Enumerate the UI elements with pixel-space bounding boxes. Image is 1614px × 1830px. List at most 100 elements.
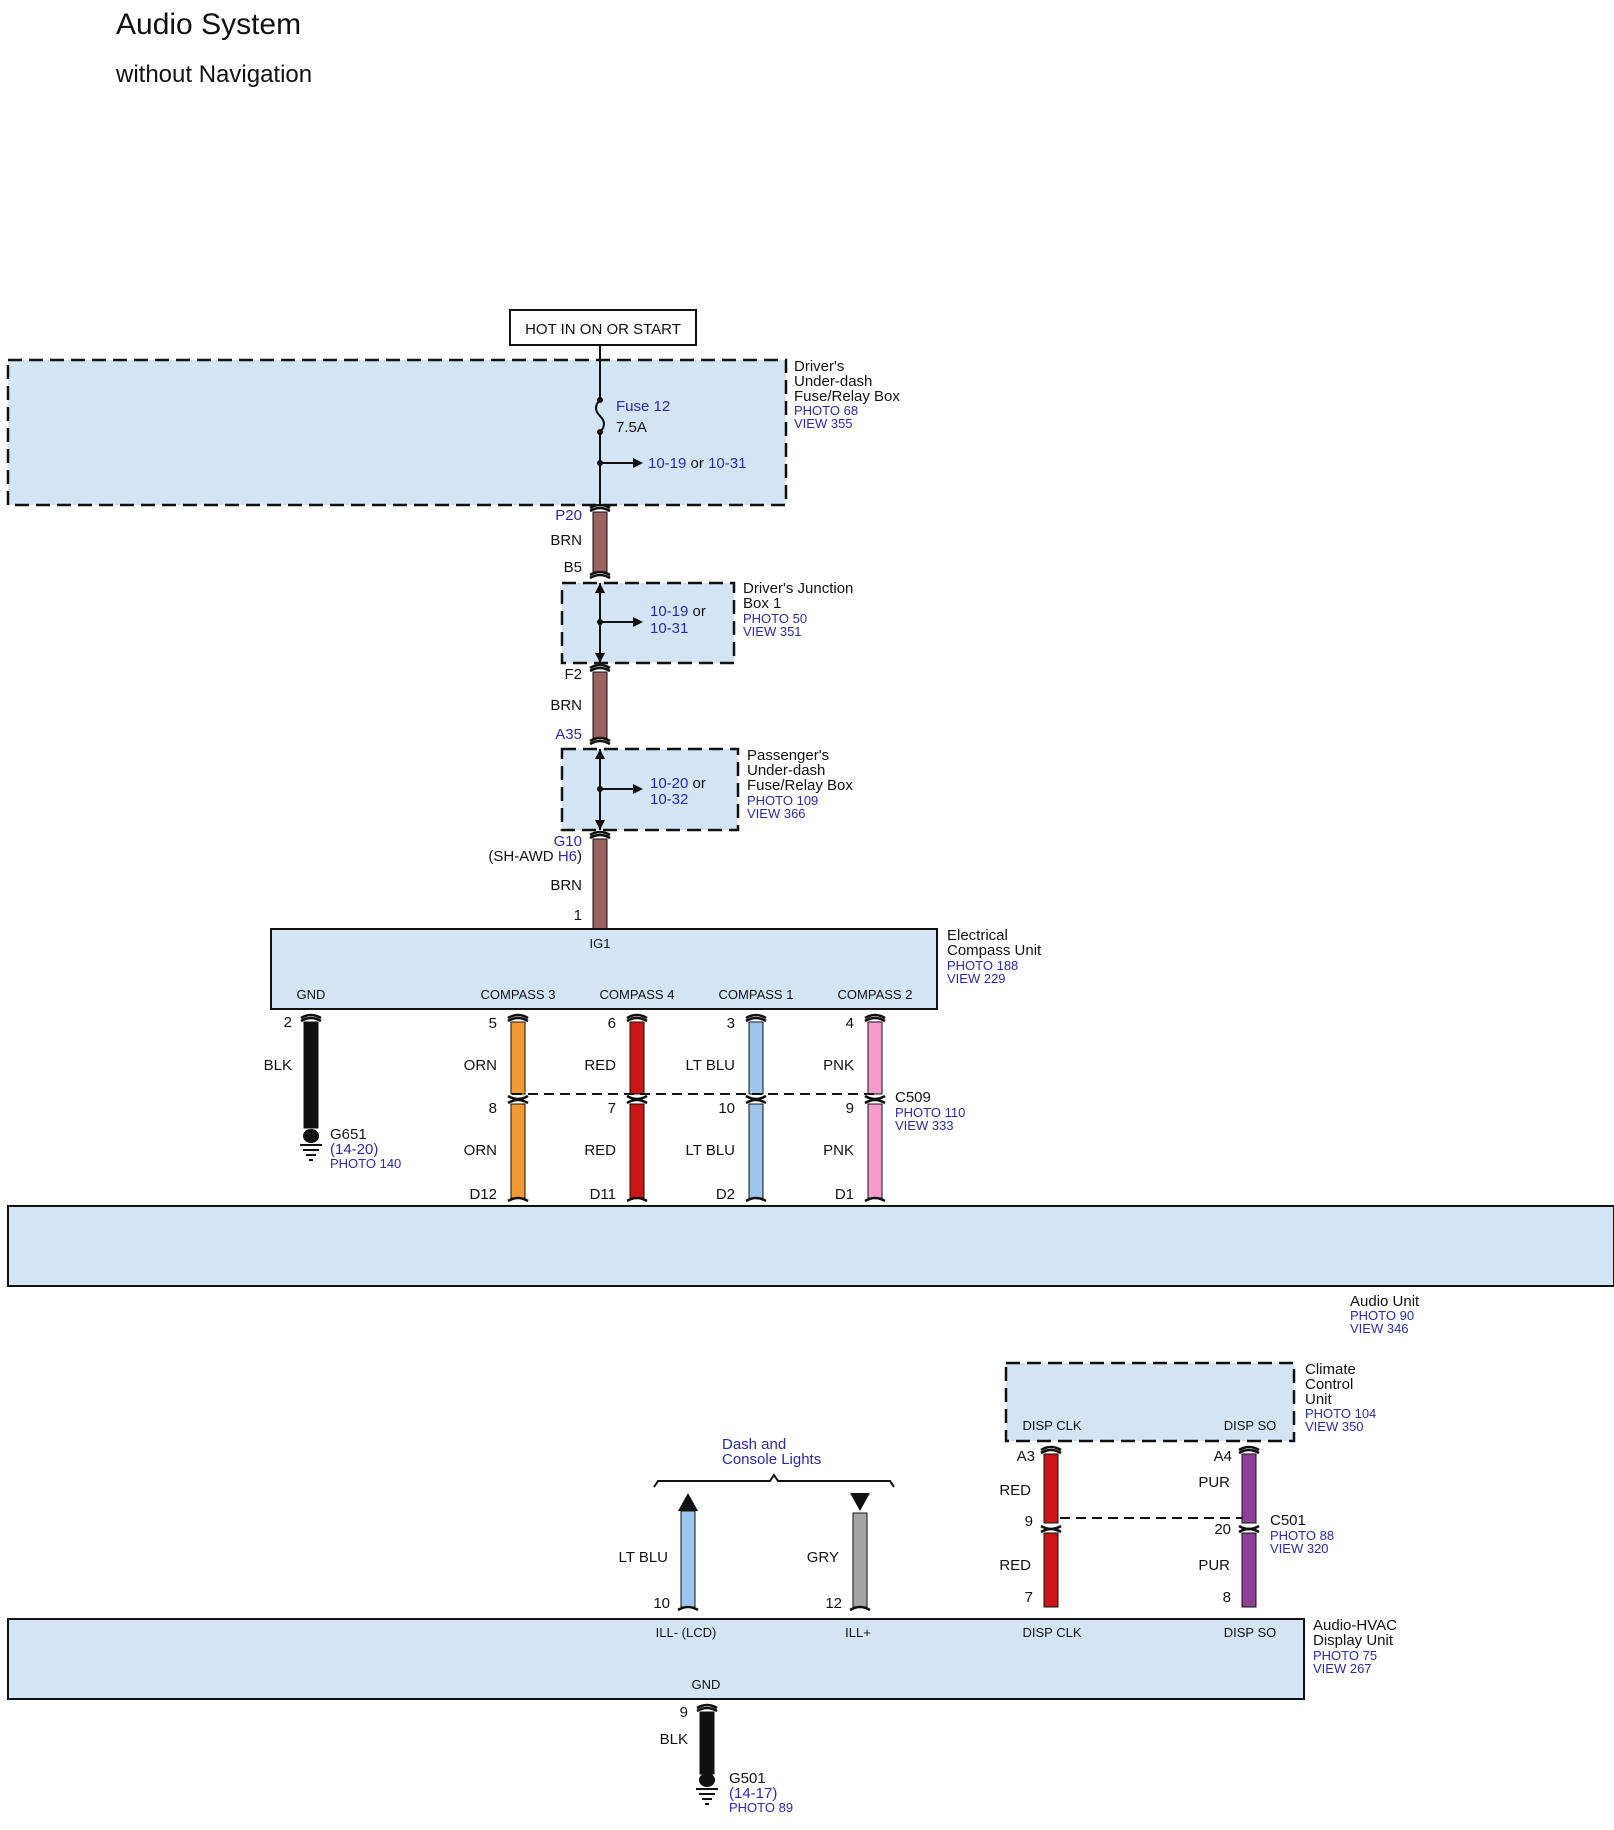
connector-c501-photo: PHOTO 88 xyxy=(1270,1528,1334,1543)
ground-g501-ref: (14-17) xyxy=(729,1785,777,1802)
compass-unit-view: VIEW 229 xyxy=(947,971,1006,986)
audio-hvac-display-unit xyxy=(7,1618,1305,1700)
wire-brn-1 xyxy=(592,511,608,573)
junction-name-2: Box 1 xyxy=(743,595,781,612)
ground-g501-icon xyxy=(696,1773,718,1805)
hvac-name-2: Display Unit xyxy=(1313,1632,1394,1649)
compass-unit-name-2: Compass Unit xyxy=(947,942,1042,959)
pin-p20: P20 xyxy=(555,507,582,524)
terminal-mark xyxy=(626,1094,648,1101)
wire-compass-3-lower-label: ORN xyxy=(464,1142,497,1159)
wire-compass-2-upper xyxy=(867,1021,883,1095)
connector-c501-name: C501 xyxy=(1270,1512,1306,1529)
passenger-box-photo: PHOTO 109 xyxy=(747,793,818,808)
wire-red-disp-clk-upper-label: RED xyxy=(999,1482,1031,1499)
wire-pur-disp-so-upper-label: PUR xyxy=(1198,1474,1230,1491)
terminal-mark xyxy=(626,1016,648,1023)
wire-compass-4-lower xyxy=(629,1103,645,1199)
pin-g10: G10 xyxy=(554,833,582,850)
audio-unit-compass-1-pin: D2 xyxy=(716,1186,735,1203)
wire-red-disp-clk-upper xyxy=(1043,1453,1059,1524)
terminal-mark xyxy=(507,1098,529,1105)
hvac-ill-lcd-label: ILL- (LCD) xyxy=(656,1625,717,1640)
hvac-ill-plus-label: ILL+ xyxy=(845,1625,871,1640)
wire-compass-3-lower xyxy=(510,1103,526,1199)
connector-c509-view: VIEW 333 xyxy=(895,1118,954,1133)
fuse-number: Fuse 12 xyxy=(616,398,670,415)
c509-compass-1-pin: 10 xyxy=(718,1100,735,1117)
wire-gry-ill-plus-label: GRY xyxy=(807,1549,839,1566)
wire-brn-3-label: BRN xyxy=(550,877,582,894)
wire-blk-compass-gnd-label: BLK xyxy=(264,1057,292,1074)
hvac-disp-so-label: DISP SO xyxy=(1224,1625,1277,1640)
ground-g501-photo: PHOTO 89 xyxy=(729,1800,793,1815)
pin-ig1-number: 1 xyxy=(574,907,582,924)
c501-pin-9: 9 xyxy=(1025,1513,1033,1530)
wire-brn-1-label: BRN xyxy=(550,532,582,549)
wire-pur-disp-so-lower xyxy=(1241,1532,1257,1608)
wire-ltblu-ill-lcd-label: LT BLU xyxy=(619,1549,668,1566)
compass-unit-compass-2-pin: 4 xyxy=(846,1015,854,1032)
fuse-rating: 7.5A xyxy=(616,419,647,436)
junction-photo: PHOTO 50 xyxy=(743,611,807,626)
passengers-fuse-box xyxy=(560,747,740,832)
climate-view: VIEW 350 xyxy=(1305,1419,1364,1434)
fuse-box-name-2: Under-dash xyxy=(794,373,872,390)
terminal-mark xyxy=(745,1094,767,1101)
compass-unit-compass-1-label: COMPASS 1 xyxy=(719,987,794,1002)
audio-unit-name: Audio Unit xyxy=(1350,1293,1420,1310)
ground-g651-icon xyxy=(300,1129,322,1161)
wire-red-disp-clk-lower-label: RED xyxy=(999,1557,1031,1574)
junction-ref-line-1: 10-19 or xyxy=(650,603,706,620)
terminal-mark xyxy=(745,1013,767,1020)
wire-compass-1-lower xyxy=(748,1103,764,1199)
arrow-right-icon xyxy=(633,784,643,794)
connector-c509-photo: PHOTO 110 xyxy=(895,1105,965,1120)
diagram-title: Audio System xyxy=(116,8,301,41)
wire-compass-2-lower-label: PNK xyxy=(823,1142,854,1159)
hvac-pin-7: 7 xyxy=(1025,1589,1033,1606)
audio-unit-compass-2-pin: D1 xyxy=(835,1186,854,1203)
terminal-mark xyxy=(626,1196,648,1203)
wire-brn-2-label: BRN xyxy=(550,697,582,714)
audio-unit xyxy=(7,1205,1614,1287)
wire-blk-compass-gnd xyxy=(303,1021,319,1129)
ground-g501-name: G501 xyxy=(729,1770,766,1787)
connector-c501-view: VIEW 320 xyxy=(1270,1541,1329,1556)
wire-blk-hvac-gnd-label: BLK xyxy=(660,1731,688,1748)
passenger-ref-line-2: 10-32 xyxy=(650,791,688,808)
ground-g651-photo: PHOTO 140 xyxy=(330,1156,401,1171)
hvac-pin-10: 10 xyxy=(653,1595,670,1612)
wire-ltblu-ill-lcd xyxy=(680,1510,696,1608)
c501-pin-20: 20 xyxy=(1214,1521,1231,1538)
wire-compass-1-lower-label: LT BLU xyxy=(686,1142,735,1159)
climate-disp-so-label: DISP SO xyxy=(1224,1418,1277,1433)
hvac-view: VIEW 267 xyxy=(1313,1661,1372,1676)
terminal-mark xyxy=(507,1013,529,1020)
passenger-ref-line-1: 10-20 or xyxy=(650,775,706,792)
compass-gnd-label: GND xyxy=(297,987,326,1002)
compass-unit-photo: PHOTO 188 xyxy=(947,958,1018,973)
wire-compass-2-lower xyxy=(867,1103,883,1199)
wire-compass-1-upper xyxy=(748,1021,764,1095)
terminal-mark xyxy=(864,1094,886,1101)
passenger-box-name-1: Passenger's xyxy=(747,747,829,764)
wire-brn-2 xyxy=(592,671,608,739)
wire-brn-3 xyxy=(592,838,608,930)
c509-compass-2-pin: 9 xyxy=(846,1100,854,1117)
terminal-mark xyxy=(864,1013,886,1020)
wire-compass-1-upper-label: LT BLU xyxy=(686,1057,735,1074)
passenger-box-name-2: Under-dash xyxy=(747,762,825,779)
wire-red-disp-clk-lower xyxy=(1043,1532,1059,1608)
arrow-right-icon xyxy=(633,458,643,468)
passenger-box-view: VIEW 366 xyxy=(747,806,806,821)
pin-g10-alt: (SH-AWD H6) xyxy=(488,848,582,865)
compass-unit-name-1: Electrical xyxy=(947,927,1008,944)
terminal-mark xyxy=(864,1196,886,1203)
terminal-mark xyxy=(626,1098,648,1105)
fuse-box-name-3: Fuse/Relay Box xyxy=(794,388,900,405)
terminal-mark xyxy=(745,1098,767,1105)
hvac-disp-clk-label: DISP CLK xyxy=(1022,1625,1081,1640)
